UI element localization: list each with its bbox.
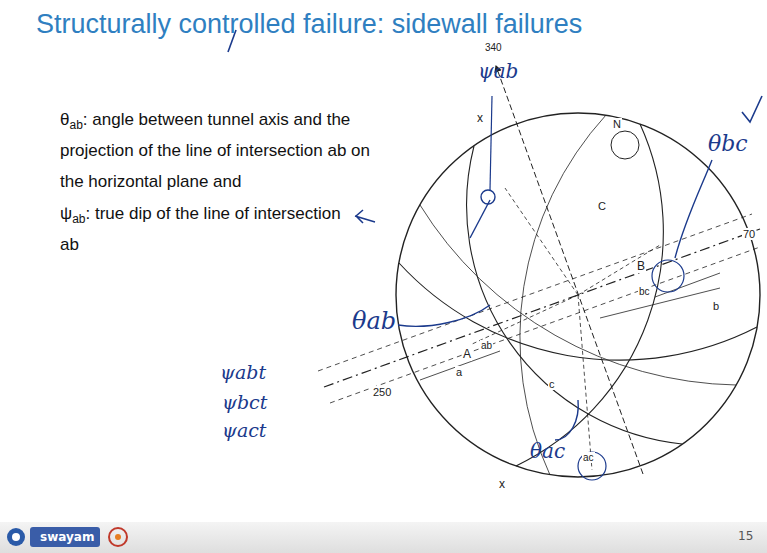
definition-text: ψab: true dip of the line of intersectio… — [60, 198, 360, 260]
stereonet-label: ab — [480, 340, 493, 351]
stereonet-label: x — [476, 112, 484, 125]
handwritten-note: ψact — [222, 420, 267, 441]
stereonet-label: x — [498, 478, 506, 491]
stereonet-label: B — [636, 260, 646, 273]
handwritten-note: ψab — [478, 60, 518, 82]
stereonet-label: 340 — [484, 42, 503, 53]
symbol: θ — [60, 110, 69, 129]
stereonet-label: 250 — [372, 386, 392, 398]
symbol: ψ — [60, 204, 72, 223]
definition-body: : true dip of the line of intersection a… — [60, 204, 341, 254]
stereonet-label: c — [548, 378, 556, 390]
definition-body: : angle between tunnel axis and the proj… — [60, 110, 370, 191]
stereonet-label: N — [612, 118, 622, 130]
handwritten-note: ψabt — [220, 362, 266, 383]
handwritten-note: ψbct — [222, 392, 267, 413]
stereonet-label: A — [462, 348, 472, 361]
footer-text: 15 — [738, 530, 753, 543]
stereonet-label: ac — [582, 452, 595, 463]
slide-title: Structurally controlled failure: sidewal… — [36, 10, 582, 40]
footer-text: swayam — [40, 531, 94, 544]
stereonet-label: a — [455, 366, 463, 378]
handwritten-note: θbc — [708, 132, 748, 156]
stereonet-label: 70 — [742, 228, 756, 240]
stereonet-label: C — [597, 200, 607, 212]
symbol: ab — [72, 212, 85, 226]
stereonet-label: bc — [638, 286, 651, 297]
handwritten-note: θab — [352, 308, 396, 334]
symbol: ab — [69, 118, 82, 132]
handwritten-note: θac — [530, 440, 565, 462]
definition-text: θab: angle between tunnel axis and the p… — [60, 104, 382, 197]
stereonet-label: b — [712, 300, 720, 312]
